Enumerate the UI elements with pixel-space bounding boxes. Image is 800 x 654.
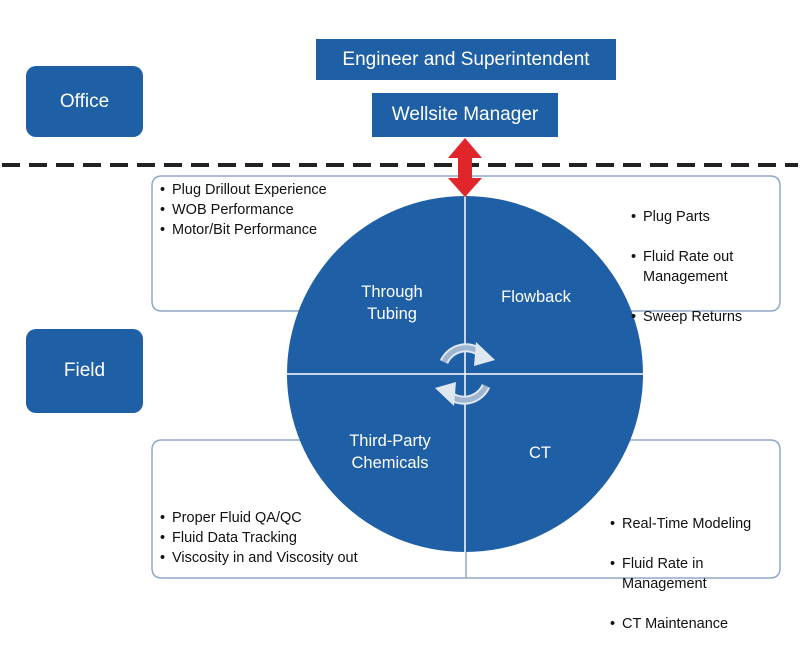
quadrant-third-party-chemicals: Third-Party Chemicals xyxy=(349,432,431,472)
list-item: Sweep Returns xyxy=(631,307,742,327)
list-item: Motor/Bit Performance xyxy=(160,220,327,240)
bullets-top-right: Plug Parts Fluid Rate out Management Swe… xyxy=(631,187,742,347)
list-item: Viscosity in and Viscosity out xyxy=(160,548,358,568)
list-item: Fluid Rate in Management xyxy=(610,554,751,594)
office-label: Office xyxy=(26,66,143,137)
quadrant-flowback: Flowback xyxy=(501,288,571,306)
field-label: Field xyxy=(26,329,143,413)
quadrant-ct: CT xyxy=(529,444,551,462)
list-item: CT Maintenance xyxy=(610,614,751,634)
wellsite-manager-box: Wellsite Manager xyxy=(372,93,558,137)
bullets-bottom-left: Proper Fluid QA/QC Fluid Data Tracking V… xyxy=(160,508,358,568)
engineer-superintendent-box: Engineer and Superintendent xyxy=(316,39,616,80)
cycle-arrowhead-bottom xyxy=(435,382,456,406)
list-item: Plug Parts xyxy=(631,207,742,227)
list-item: WOB Performance xyxy=(160,200,327,220)
list-item: Plug Drillout Experience xyxy=(160,180,327,200)
quadrant-through-tubing: Through Tubing xyxy=(361,283,423,323)
list-item: Proper Fluid QA/QC xyxy=(160,508,358,528)
bullets-top-left: Plug Drillout Experience WOB Performance… xyxy=(160,180,327,240)
bullets-bottom-right: Real-Time Modeling Fluid Rate in Managem… xyxy=(610,494,751,654)
list-item: Fluid Rate out Management xyxy=(631,247,742,287)
manager-field-arrow-icon xyxy=(448,138,482,197)
diagram-canvas xyxy=(2,138,798,579)
list-item: Fluid Data Tracking xyxy=(160,528,358,548)
cycle-arrowhead-top xyxy=(474,342,495,366)
list-item: Real-Time Modeling xyxy=(610,514,751,534)
